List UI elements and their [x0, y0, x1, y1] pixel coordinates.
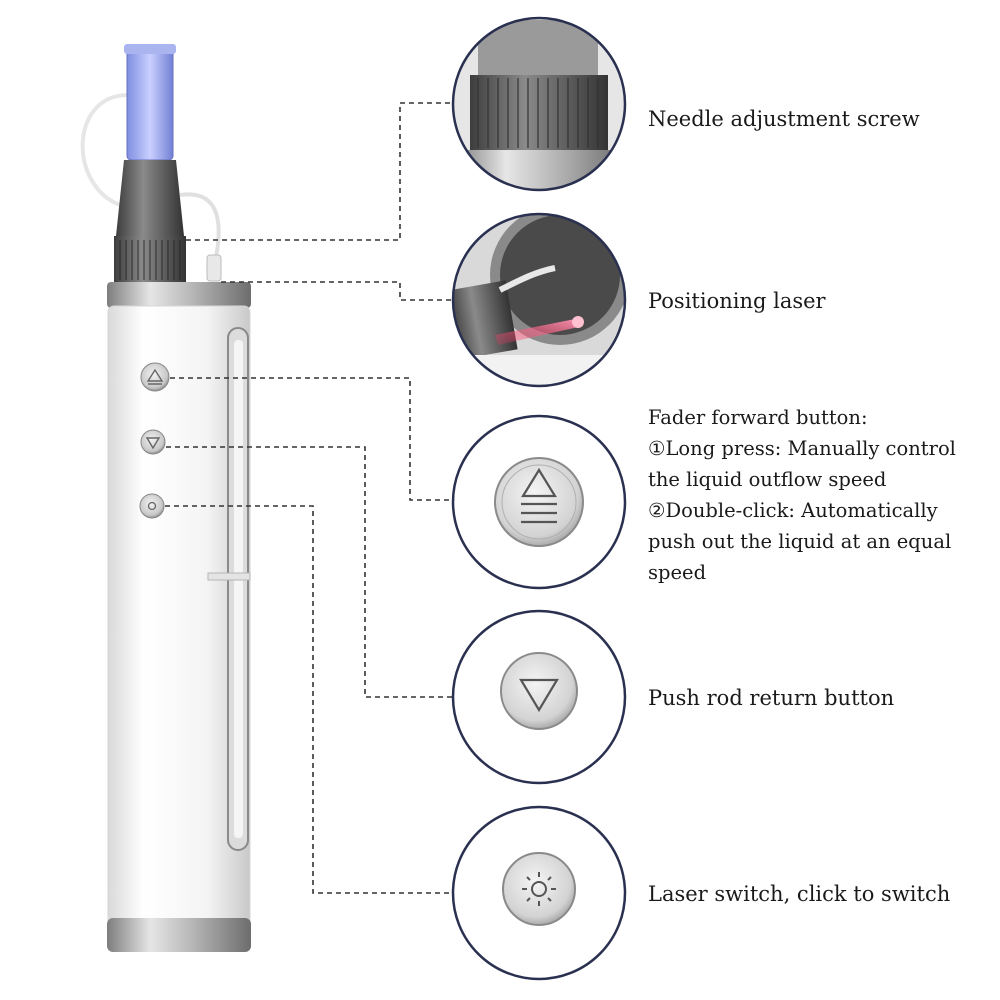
label-line: speed — [648, 561, 707, 584]
leader-return-button — [166, 446, 452, 698]
needle-cartridge — [126, 47, 174, 161]
leader-laser-switch — [165, 505, 452, 894]
leader-positioning-laser — [221, 281, 452, 301]
leader-forward-button — [170, 377, 452, 501]
label-text: Needle adjustment screw — [648, 107, 920, 131]
label-line: the liquid outflow speed — [648, 468, 887, 491]
label-line: Fader forward button: — [648, 406, 868, 429]
label-text: Positioning laser — [648, 289, 826, 313]
label-positioning-laser: Positioning laser — [648, 286, 826, 317]
label-line: ①Long press: Manually control — [648, 437, 956, 460]
label-laser-switch: Laser switch, click to switch — [648, 879, 950, 910]
label-fader-forward-button: Fader forward button: ①Long press: Manua… — [648, 402, 956, 588]
sun-icon — [522, 872, 556, 906]
label-push-rod-return-button: Push rod return button — [648, 683, 894, 714]
detail-forward-button — [451, 414, 627, 590]
laser-button[interactable] — [139, 493, 165, 519]
detail-needle-screw — [451, 16, 627, 192]
triangle-up-with-lines-icon — [521, 467, 557, 524]
detail-return-button — [451, 609, 627, 785]
pen-device — [80, 44, 251, 952]
detail-positioning-laser — [451, 212, 627, 388]
label-line: ②Double-click: Automatically — [648, 499, 938, 522]
label-text: Push rod return button — [648, 686, 895, 710]
label-needle-adjustment-screw: Needle adjustment screw — [648, 104, 920, 135]
detail-laser-switch — [451, 805, 627, 981]
label-text: Laser switch, click to switch — [648, 882, 951, 906]
forward-button[interactable] — [140, 362, 170, 392]
leader-needle-screw — [186, 102, 452, 241]
triangle-down-icon — [519, 678, 559, 713]
label-line: push out the liquid at an equal — [648, 530, 952, 553]
return-button[interactable] — [140, 429, 166, 455]
leader-lines — [165, 102, 452, 894]
